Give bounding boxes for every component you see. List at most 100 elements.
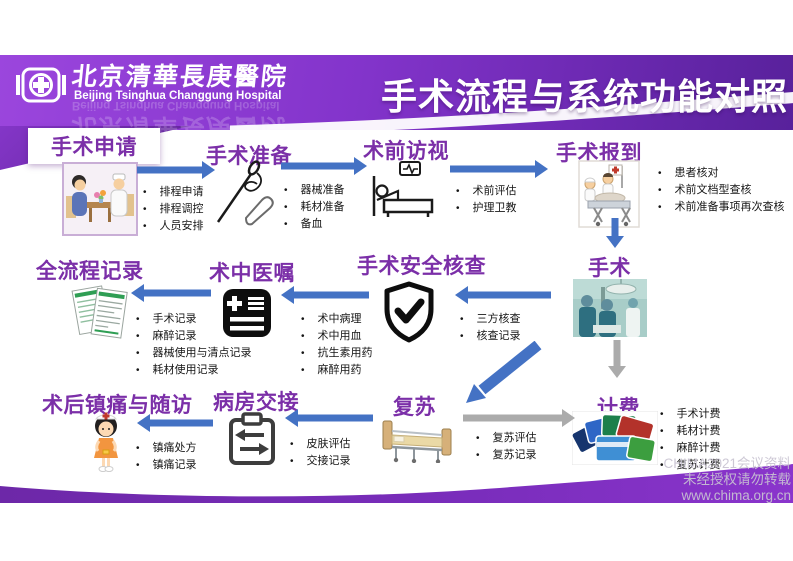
step-title-surgery: 手术 <box>588 257 631 280</box>
bullet-text: 备血 <box>300 218 323 230</box>
bullet-text: 抗生素用药 <box>317 347 373 359</box>
bullet-text: 麻醉计费 <box>676 442 721 454</box>
bullet-list-checkin: 患者核对 术前文档型查核 术前准备事项再次查核 <box>658 165 785 216</box>
bullet-text: 器械准备 <box>300 184 345 196</box>
bullet-item: 核查记录 <box>460 328 521 345</box>
bullet-item: 三方核查 <box>460 311 521 328</box>
bullet-text: 复苏记录 <box>492 449 537 461</box>
slide-title: 手术流程与系统功能对照 <box>380 76 788 117</box>
consultation-illustration <box>62 162 138 236</box>
flow-arrow-apply-to-prepare <box>137 160 215 180</box>
bullet-text: 皮肤评估 <box>306 438 351 450</box>
bullet-text: 排程申请 <box>159 186 204 198</box>
bullet-text: 手术记录 <box>152 313 197 325</box>
watermark-line: 未经授权请勿转载 <box>683 472 791 487</box>
hospital-bed-illustration <box>382 420 452 463</box>
bullet-item: 耗材使用记录 <box>136 362 252 379</box>
bullet-item: 麻醉用药 <box>301 362 373 379</box>
bullet-list-prepare: 器械准备 耗材准备 备血 <box>284 182 345 233</box>
bullet-item: 术前准备事项再次查核 <box>658 199 785 216</box>
step-title-card-apply: 手术申请 <box>28 128 160 164</box>
flow-arrow-orders-to-record <box>131 283 211 303</box>
bullet-text: 镇痛处方 <box>152 442 197 454</box>
step-title-prepare: 手术准备 <box>206 145 292 168</box>
bullet-item: 手术记录 <box>136 311 252 328</box>
bottom-wave <box>0 464 793 503</box>
flow-arrow-safety-to-orders <box>281 285 369 305</box>
bullet-text: 排程调控 <box>159 203 204 215</box>
bullet-list-billing: 手术计费 耗材计费 麻醉计费 复苏计费 <box>660 406 721 474</box>
flow-arrow-surgery-to-recovery <box>466 341 542 403</box>
bullet-item: 患者核对 <box>658 165 785 182</box>
bullet-text: 护理卫教 <box>472 202 517 214</box>
bullet-text: 术前评估 <box>472 185 517 197</box>
hospital-name-en-reflection: Beijing Tsinghua Changgung Hospital <box>72 99 280 111</box>
bullet-text: 器械使用与清点记录 <box>152 347 252 359</box>
records-illustration <box>71 285 128 339</box>
bullet-item: 手术计费 <box>660 406 721 423</box>
operating-room-photo <box>573 279 647 337</box>
bullet-text: 交接记录 <box>306 455 351 467</box>
bullet-item: 抗生素用药 <box>301 345 373 362</box>
watermark: CHIMA2021会议资料 未经授权请勿转载 www.chima.org.cn <box>561 456 791 504</box>
needle-scalpel-icon <box>216 160 274 226</box>
bullet-text: 镇痛记录 <box>152 459 197 471</box>
flow-arrow-surgery-to-safety <box>455 285 551 305</box>
step-title-handover: 病房交接 <box>213 391 299 414</box>
bullet-list-record: 手术记录 麻醉记录 器械使用与清点记录 耗材使用记录 <box>136 311 252 379</box>
bullet-list-orders: 术中病理 术中用血 抗生素用药 麻醉用药 <box>301 311 373 379</box>
nurse-illustration <box>94 412 118 472</box>
bullet-item: 备血 <box>284 216 345 233</box>
bullet-text: 术前文档型查核 <box>674 184 752 196</box>
hospital-logo-icon <box>16 67 66 103</box>
bullet-text: 麻醉用药 <box>317 364 362 376</box>
bullet-list-handover: 皮肤评估 交接记录 <box>290 436 351 470</box>
bullet-item: 术中病理 <box>301 311 373 328</box>
bullet-text: 复苏评估 <box>492 432 537 444</box>
bullet-text: 耗材使用记录 <box>152 364 219 376</box>
bullet-item: 器械使用与清点记录 <box>136 345 252 362</box>
bullet-item: 排程申请 <box>143 184 204 201</box>
bullet-item: 交接记录 <box>290 453 351 470</box>
bullet-item: 镇痛处方 <box>136 440 197 457</box>
bullet-item: 器械准备 <box>284 182 345 199</box>
flow-arrow-handover-to-followup <box>137 413 213 433</box>
step-title-checkin: 手术报到 <box>556 142 642 165</box>
step-title-record: 全流程记录 <box>36 260 144 283</box>
header-band <box>0 55 793 130</box>
bullet-item: 术中用血 <box>301 328 373 345</box>
bullet-item: 术前评估 <box>456 183 517 200</box>
bullet-text: 术中病理 <box>317 313 362 325</box>
step-title-safety: 手术安全核查 <box>357 255 486 278</box>
flow-arrow-checkin-to-surgery <box>604 218 626 248</box>
bullet-item: 人员安排 <box>143 218 204 235</box>
hospital-name-en: Beijing Tsinghua Changgung Hospital <box>74 90 282 102</box>
watermark-line: www.chima.org.cn <box>681 488 791 503</box>
gurney-illustration <box>578 160 640 228</box>
bullet-item: 镇痛记录 <box>136 457 197 474</box>
bullet-text: 手术计费 <box>676 408 721 420</box>
bullet-text: 人员安排 <box>159 220 204 232</box>
header-swoosh <box>229 92 793 130</box>
flow-arrow-previsit-to-checkin <box>450 159 548 179</box>
bullet-text: 患者核对 <box>674 167 719 179</box>
bullet-item: 麻醉计费 <box>660 440 721 457</box>
bullet-item: 护理卫教 <box>456 200 517 217</box>
bullet-text: 麻醉记录 <box>152 330 197 342</box>
bullet-item: 复苏记录 <box>476 447 537 464</box>
bullet-item: 耗材准备 <box>284 199 345 216</box>
bullet-text: 三方核查 <box>476 313 521 325</box>
step-title-previsit: 术前访视 <box>363 140 449 163</box>
bullet-text: 术前准备事项再次查核 <box>674 201 785 213</box>
patient-bed-icon <box>372 161 434 217</box>
flow-arrow-prepare-to-previsit <box>281 156 367 176</box>
bullet-list-apply: 排程申请 排程调控 人员安排 <box>143 184 204 235</box>
bullet-text: 耗材计费 <box>676 425 721 437</box>
step-title-apply: 手术申请 <box>51 136 137 159</box>
bullet-item: 麻醉记录 <box>136 328 252 345</box>
bullet-list-recovery: 复苏评估 复苏记录 <box>476 430 537 464</box>
step-title-orders: 术中医嘱 <box>209 262 295 285</box>
bullet-text: 核查记录 <box>476 330 521 342</box>
bullet-item: 复苏评估 <box>476 430 537 447</box>
clipboard-swap-icon <box>229 412 275 465</box>
